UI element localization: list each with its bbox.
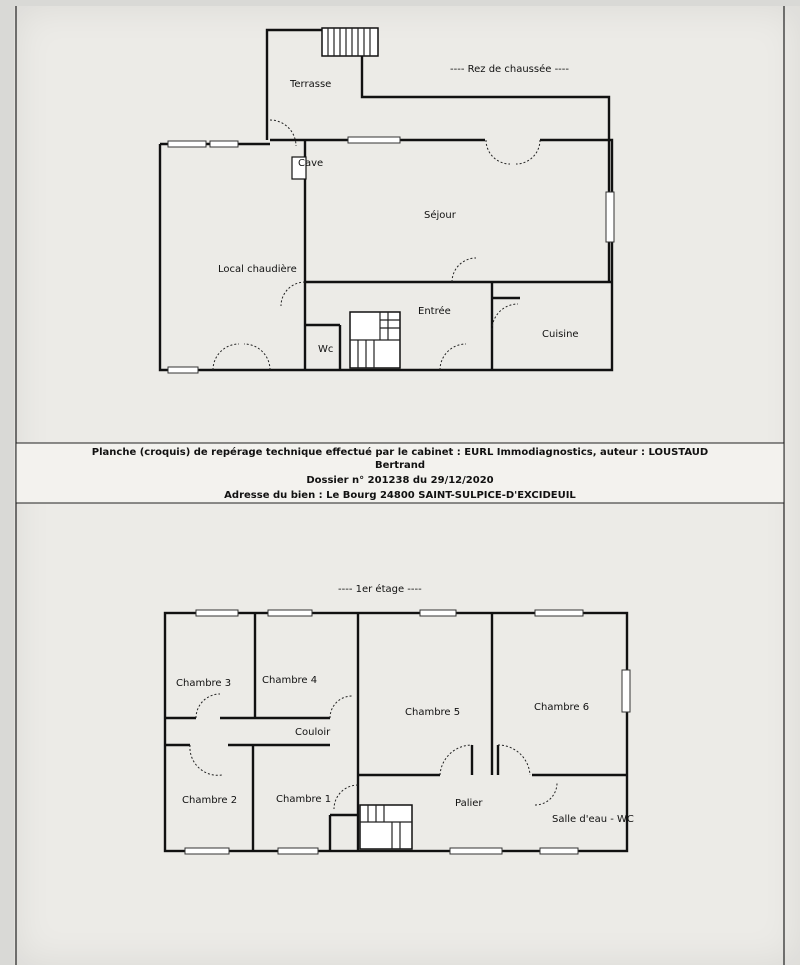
room-label-salle-eau: Salle d'eau - WC <box>552 814 634 825</box>
window <box>605 191 615 243</box>
door-swing <box>439 343 467 371</box>
window <box>347 136 401 144</box>
room-label-couloir: Couloir <box>295 727 331 738</box>
room-label-cuisine: Cuisine <box>542 329 579 340</box>
window <box>184 847 230 855</box>
window <box>167 140 207 148</box>
window <box>167 366 199 374</box>
banner-line-4: Adresse du bien : Le Bourg 24800 SAINT-S… <box>224 490 576 501</box>
room-label-chambre-5: Chambre 5 <box>405 707 460 718</box>
door-swing <box>439 744 531 776</box>
door-swing <box>329 695 353 719</box>
banner-line-1: Planche (croquis) de repérage technique … <box>92 446 708 458</box>
first-floor-title: ---- 1er étage ---- <box>338 583 422 595</box>
door-swing <box>534 782 558 806</box>
room-label-chambre-6: Chambre 6 <box>534 702 589 713</box>
window <box>209 140 239 148</box>
room-label-palier: Palier <box>455 798 483 809</box>
window <box>534 609 584 617</box>
window <box>267 609 313 617</box>
room-label-sejour: Séjour <box>424 209 457 221</box>
caption-banner: Planche (croquis) de repérage technique … <box>15 442 785 504</box>
room-label-chambre-2: Chambre 2 <box>182 795 237 806</box>
door-swing <box>333 784 359 810</box>
banner-line-3: Dossier n° 201238 du 29/12/2020 <box>306 475 493 486</box>
first-floor-plan: ---- 1er étage ---- Chambre 3 Chambre 4 … <box>163 583 634 855</box>
door-swing <box>451 257 477 283</box>
ground-floor-plan: ---- Rez de chaussée ---- Terrasse Cave … <box>158 27 615 374</box>
cave-stair <box>291 156 307 180</box>
room-label-local-chaudiere: Local chaudière <box>218 263 297 275</box>
window <box>277 847 319 855</box>
door-swing <box>485 139 541 165</box>
room-label-chambre-1: Chambre 1 <box>276 794 331 805</box>
ground-floor-title: ---- Rez de chaussée ---- <box>450 63 569 75</box>
terrasse-wall <box>265 28 611 282</box>
room-label-cave: Cave <box>298 158 323 169</box>
window <box>539 847 579 855</box>
first-outer-wall <box>163 611 629 853</box>
ground-interior-stairs <box>349 311 401 369</box>
ground-outer-wall <box>158 138 614 372</box>
terrace-stairs <box>321 27 379 57</box>
door-swing <box>195 693 221 719</box>
door-swing <box>189 744 223 776</box>
window <box>621 669 631 713</box>
door-swing <box>269 119 297 147</box>
door-swing <box>280 281 306 307</box>
room-label-terrasse: Terrasse <box>289 79 331 90</box>
room-label-chambre-4: Chambre 4 <box>262 675 317 686</box>
room-label-wc: Wc <box>318 344 333 355</box>
room-label-entree: Entrée <box>418 305 451 317</box>
first-floor-stairs <box>359 804 413 850</box>
banner-line-2: Bertrand <box>375 460 425 471</box>
door-swing <box>212 343 271 371</box>
window <box>419 609 457 617</box>
window <box>449 847 503 855</box>
door-swing <box>491 303 519 331</box>
room-label-chambre-3: Chambre 3 <box>176 678 231 689</box>
window <box>195 609 239 617</box>
